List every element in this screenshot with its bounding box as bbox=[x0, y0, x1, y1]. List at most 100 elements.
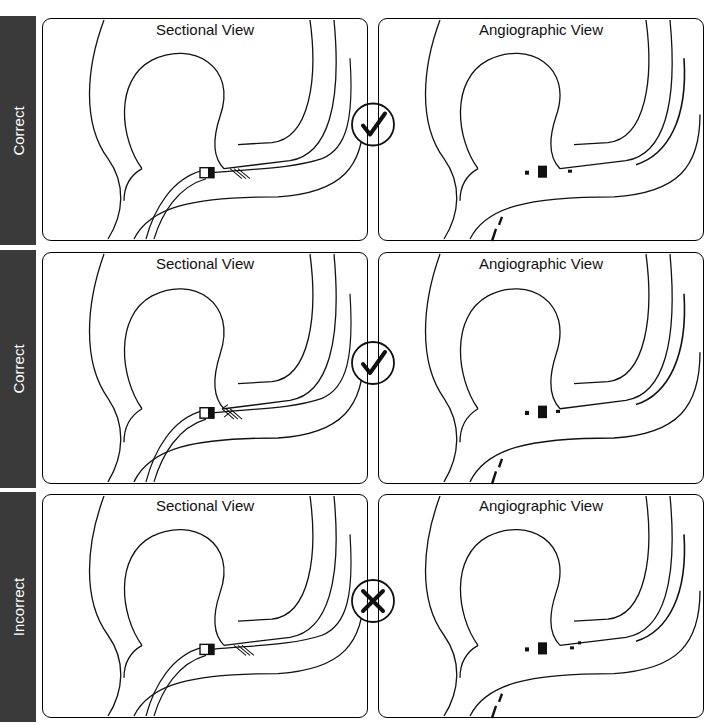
vessel-illustration bbox=[426, 20, 701, 241]
vessel-wall bbox=[124, 169, 142, 201]
symbol-circle bbox=[352, 580, 394, 622]
vessel-wall bbox=[134, 591, 364, 716]
coil-segment bbox=[230, 409, 242, 419]
aneurysm-wall bbox=[460, 289, 560, 409]
coil-segment bbox=[222, 405, 232, 418]
aneurysm-wall bbox=[124, 53, 224, 168]
vessel-wall bbox=[460, 169, 478, 201]
vessel-wall bbox=[470, 591, 700, 716]
vessel-illustration bbox=[90, 20, 365, 239]
vessel-wall bbox=[560, 254, 672, 409]
row-label-band: Correct bbox=[0, 250, 36, 488]
catheter bbox=[146, 171, 202, 239]
marker-shadow bbox=[568, 170, 572, 173]
vessel-wall bbox=[238, 254, 313, 384]
view-title: Angiographic View bbox=[475, 255, 607, 272]
marker-shadow bbox=[538, 166, 547, 178]
row-label-band: Incorrect bbox=[0, 492, 36, 722]
row-label: Incorrect bbox=[10, 578, 27, 636]
marker-band bbox=[208, 168, 214, 178]
vessel-wall bbox=[560, 496, 672, 645]
view-title: Sectional View bbox=[152, 497, 258, 514]
view-title: Angiographic View bbox=[475, 497, 607, 514]
vessel-wall bbox=[426, 496, 457, 716]
vessel-wall bbox=[460, 645, 478, 677]
vessel-wall bbox=[574, 20, 649, 145]
check-symbol bbox=[352, 342, 394, 384]
symbol-circle bbox=[352, 104, 394, 146]
vessel-wall bbox=[124, 645, 142, 677]
vessel-illustration bbox=[426, 254, 701, 484]
microcatheter bbox=[212, 58, 351, 173]
vessel-wall bbox=[426, 20, 457, 239]
vessel-wall bbox=[460, 409, 478, 442]
vessel-wall bbox=[560, 20, 672, 169]
catheter bbox=[146, 411, 202, 482]
aneurysm-wall bbox=[124, 530, 224, 646]
coil-segment bbox=[238, 169, 250, 179]
row-label-band: Correct bbox=[0, 16, 36, 245]
marker-shadow bbox=[525, 411, 529, 415]
catheter-tip-shadow bbox=[492, 694, 502, 718]
vessel-wall bbox=[134, 114, 364, 239]
marker-shadow bbox=[556, 410, 560, 413]
marker-shadow bbox=[570, 646, 574, 649]
check-mark bbox=[363, 114, 385, 135]
vessel-wall bbox=[134, 352, 364, 482]
vessel-wall bbox=[574, 254, 649, 384]
microcatheter-shadow bbox=[636, 58, 685, 164]
marker-band bbox=[200, 408, 214, 418]
coil-segment bbox=[242, 645, 254, 655]
view-panel: Sectional View bbox=[42, 252, 368, 484]
vessel-wall bbox=[470, 352, 700, 482]
cross-symbol bbox=[352, 580, 394, 622]
symbol-circle bbox=[352, 342, 394, 384]
aneurysm-wall bbox=[460, 53, 560, 168]
vessel-illustration bbox=[90, 496, 365, 716]
view-title: Sectional View bbox=[152, 255, 258, 272]
vessel-wall bbox=[470, 114, 700, 239]
marker-shadow bbox=[538, 406, 547, 419]
vessel-wall bbox=[124, 409, 142, 442]
vessel-wall bbox=[90, 20, 121, 239]
marker-band bbox=[208, 408, 214, 418]
row-label: Correct bbox=[10, 106, 27, 155]
view-panel: Angiographic View bbox=[378, 494, 704, 718]
vessel-wall bbox=[224, 20, 336, 169]
view-title: Sectional View bbox=[152, 21, 258, 38]
row-label: Correct bbox=[10, 344, 27, 393]
check-mark bbox=[363, 352, 385, 373]
marker-shadow bbox=[538, 642, 547, 654]
catheter bbox=[154, 655, 206, 716]
microcatheter bbox=[212, 294, 351, 413]
catheter bbox=[154, 179, 206, 239]
marker-band bbox=[208, 644, 214, 654]
vessel-wall bbox=[426, 254, 457, 482]
view-panel: Angiographic View bbox=[378, 252, 704, 484]
catheter-tip-shadow bbox=[492, 217, 502, 241]
microcatheter bbox=[212, 534, 351, 649]
vessel-wall bbox=[224, 496, 336, 645]
vessel-wall bbox=[90, 496, 121, 716]
vessel-wall bbox=[90, 254, 121, 482]
marker-shadow bbox=[525, 647, 529, 651]
catheter bbox=[146, 647, 202, 716]
marker-shadow bbox=[525, 171, 529, 175]
microcatheter-shadow bbox=[636, 294, 685, 405]
marker-band bbox=[200, 644, 214, 654]
cross-mark bbox=[363, 591, 383, 611]
vessel-illustration bbox=[90, 254, 365, 482]
marker-shadow bbox=[578, 641, 581, 644]
aneurysm-wall bbox=[124, 289, 224, 409]
check-symbol bbox=[352, 104, 394, 146]
catheter bbox=[154, 419, 206, 482]
vessel-wall bbox=[224, 254, 336, 409]
vessel-wall bbox=[238, 20, 313, 145]
microcatheter-shadow bbox=[636, 534, 685, 641]
view-title: Angiographic View bbox=[475, 21, 607, 38]
vessel-illustration bbox=[426, 496, 701, 718]
catheter-tip-shadow bbox=[492, 459, 502, 484]
marker-band bbox=[200, 168, 214, 178]
